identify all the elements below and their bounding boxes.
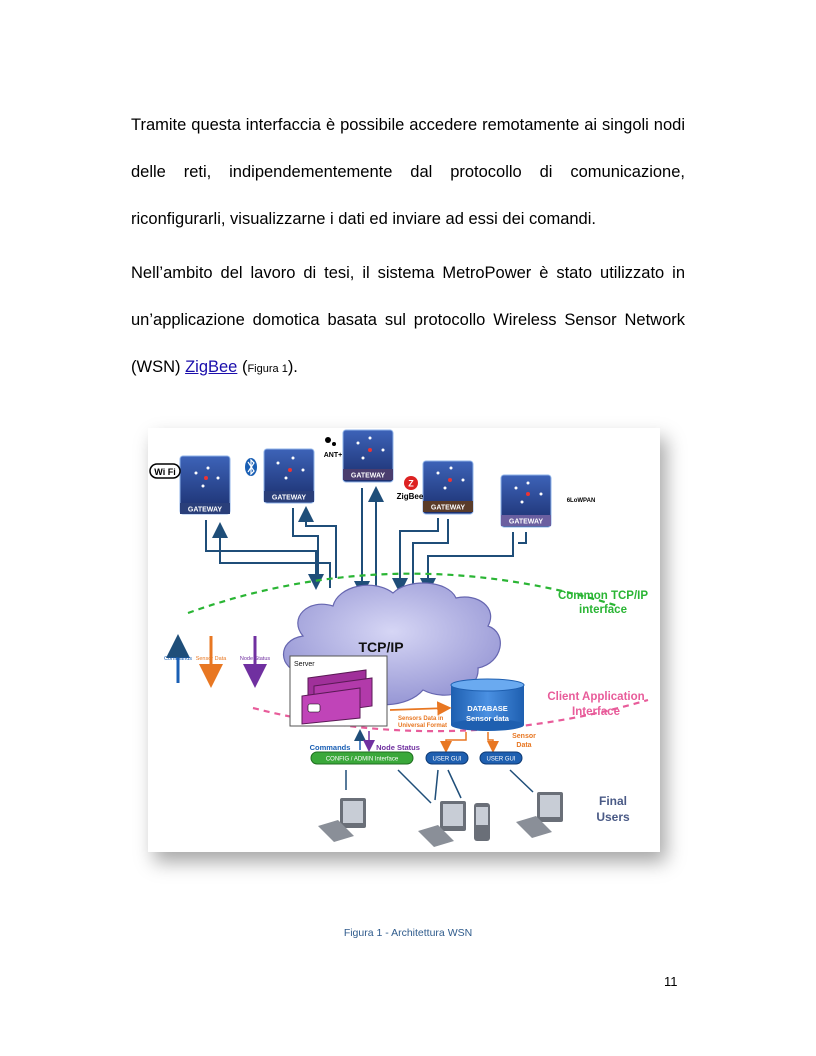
gateway-label: GATEWAY — [188, 507, 223, 514]
final-users-line-1: Final — [599, 794, 627, 808]
figure-reference: Figura 1 — [247, 363, 288, 375]
user-gui-bar-1: USER GUI — [425, 751, 469, 765]
sensor-data-arrows — [440, 732, 499, 753]
universal-format-arrow — [389, 701, 452, 716]
ref-close: ). — [287, 358, 298, 376]
paragraph-2: Nell’ambito del lavoro di tesi, il siste… — [131, 250, 685, 393]
gateway-label: GATEWAY — [509, 519, 544, 526]
commands-arrow-label: Commands — [310, 743, 351, 752]
database-sublabel: Sensor data — [466, 714, 510, 723]
zigbee-label: ZigBee — [397, 492, 424, 501]
client-interface-line-1: Client Application — [547, 691, 644, 703]
lowpan-logo: 6LoWPAN — [567, 498, 596, 504]
paragraph-2-text: Nell’ambito del lavoro di tesi, il siste… — [131, 264, 685, 376]
user-connection-arrows — [345, 769, 534, 804]
computer-icon-3 — [516, 792, 563, 838]
legend-sensor-data: Sensor Data — [196, 656, 228, 662]
gateway-ant: GATEWAY — [342, 429, 394, 483]
server-label: Server — [294, 661, 315, 668]
database-label: DATABASE — [467, 704, 508, 713]
ref-open: ( — [237, 358, 248, 376]
universal-format-line-1: Sensors Data in — [398, 716, 444, 722]
wifi-logo: Wi Fi — [149, 463, 181, 479]
client-interface-line-2: Interface — [572, 706, 620, 718]
wsn-architecture-figure: GATEWAY GATEWAY GATEWAY GATEWAY GATEWAY … — [148, 428, 660, 852]
svg-text:Z: Z — [408, 479, 414, 489]
legend-commands: Commands — [164, 656, 192, 662]
sensor-data-line-2: Data — [516, 742, 531, 749]
gateway-label: GATEWAY — [351, 473, 386, 480]
computer-icon-2 — [418, 801, 466, 847]
figure-caption: Figura 1 - Architettura WSN — [343, 927, 473, 939]
legend: Commands Sensor Data Node Status — [164, 634, 271, 688]
zigbee-link[interactable]: ZigBee — [185, 358, 238, 376]
config-interface-label: CONFIG / ADMIN Interface — [326, 757, 399, 763]
common-interface-arc — [187, 572, 619, 615]
node-status-arrow-label: Node Status — [376, 743, 420, 752]
gateway-bluetooth: GATEWAY — [263, 448, 315, 504]
gateway-label: GATEWAY — [272, 495, 307, 502]
gateway-connectors — [205, 486, 527, 598]
zigbee-logo: Z ZigBee — [397, 476, 424, 501]
user-gui-bar-2: USER GUI — [479, 751, 523, 765]
user-gui-label: USER GUI — [486, 757, 515, 763]
page-number: 11 — [664, 974, 678, 989]
config-interface-bar: CONFIG / ADMIN Interface — [310, 751, 414, 765]
server-box: Server — [289, 655, 388, 727]
universal-format-line-2: Universal Format — [398, 723, 447, 729]
wifi-label: Wi Fi — [154, 467, 175, 477]
user-gui-label: USER GUI — [432, 757, 461, 763]
pda-icon — [474, 803, 490, 841]
sensor-data-line-1: Sensor — [512, 733, 536, 740]
database-cylinder: DATABASE Sensor data — [450, 678, 525, 731]
ant-label: ANT+ — [324, 452, 342, 459]
paragraph-1: Tramite questa interfaccia è possibile a… — [131, 116, 685, 228]
gateway-wifi: GATEWAY — [179, 455, 231, 515]
common-interface-line-1: Common TCP/IP — [558, 590, 648, 602]
gateway-label: GATEWAY — [431, 505, 466, 512]
legend-node-status: Node Status — [240, 656, 271, 662]
client-interface-arc — [252, 698, 649, 733]
bluetooth-icon — [245, 458, 257, 476]
ant-logo: ANT+ — [324, 437, 342, 459]
common-interface-line-2: interface — [579, 604, 627, 616]
gateway-lowpan: GATEWAY — [500, 474, 552, 528]
cloud-label: TCP/IP — [358, 639, 403, 655]
gateway-zigbee: GATEWAY — [422, 460, 474, 515]
final-users-line-2: Users — [596, 810, 630, 824]
computer-icon-1 — [318, 798, 366, 842]
lowpan-label: 6LoWPAN — [567, 498, 596, 504]
